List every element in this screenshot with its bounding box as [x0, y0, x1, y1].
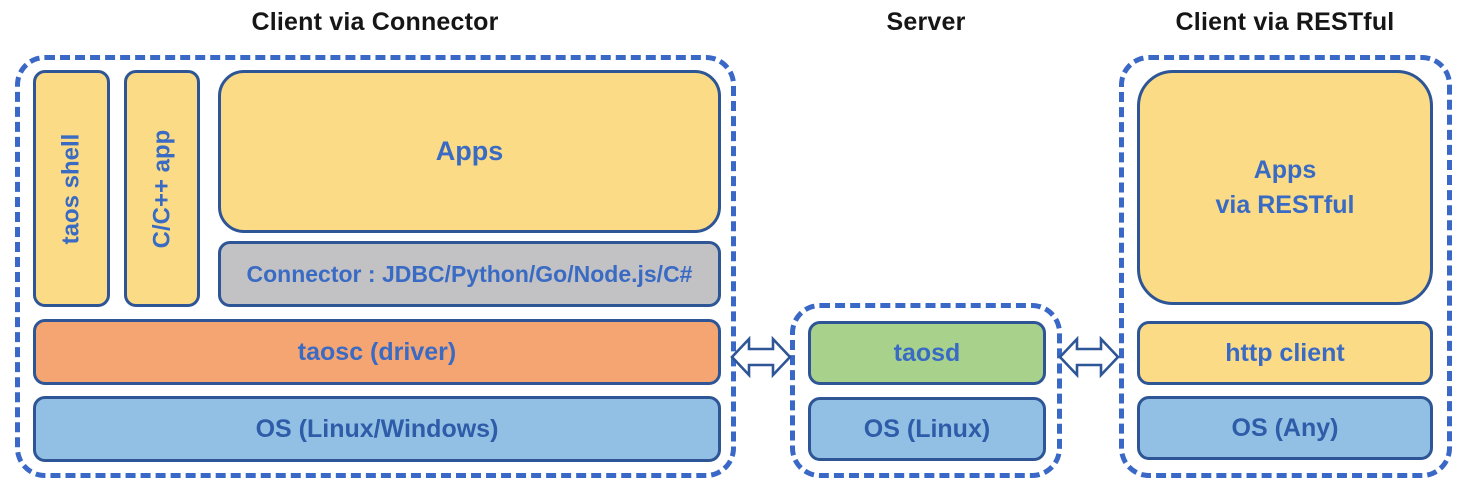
taos-shell-label: taos shell: [57, 133, 85, 244]
double-arrow-icon: [1058, 335, 1120, 379]
os-linux-windows-label: OS (Linux/Windows): [255, 414, 499, 443]
apps-box: Apps: [218, 70, 721, 233]
taosc-driver-box: taosc (driver): [33, 319, 721, 385]
os-linux-label: OS (Linux): [863, 414, 991, 443]
apps-label: Apps: [435, 136, 504, 166]
client-via-restful-panel: [1119, 55, 1452, 478]
left-panel-title: Client via Connector: [251, 8, 499, 36]
taos-shell-box: taos shell: [33, 70, 110, 307]
connector-label: Connector : JDBC/Python/Go/Node.js/C#: [246, 260, 693, 287]
taosd-label: taosd: [893, 338, 961, 367]
server-panel-title: Server: [886, 8, 966, 36]
server-panel: [790, 303, 1062, 478]
apps-via-restful-label: Apps via RESTful: [1216, 153, 1355, 223]
double-arrow-icon: [730, 335, 792, 379]
apps-via-restful-line1: Apps: [1253, 155, 1317, 184]
taosc-driver-label: taosc (driver): [297, 337, 457, 366]
client-via-connector-panel: [15, 55, 736, 478]
os-any-label: OS (Any): [1231, 413, 1339, 442]
http-client-box: http client: [1137, 321, 1433, 385]
cpp-app-box: C/C++ app: [124, 70, 200, 307]
connector-box: Connector : JDBC/Python/Go/Node.js/C#: [218, 241, 721, 307]
apps-via-restful-box: Apps via RESTful: [1137, 70, 1433, 305]
os-linux-windows-box: OS (Linux/Windows): [33, 396, 721, 462]
taosd-box: taosd: [808, 321, 1046, 385]
os-linux-box: OS (Linux): [808, 397, 1046, 461]
http-client-label: http client: [1225, 338, 1345, 367]
os-any-box: OS (Any): [1137, 396, 1433, 460]
cpp-app-label: C/C++ app: [148, 129, 176, 248]
right-panel-title: Client via RESTful: [1175, 8, 1395, 36]
apps-via-restful-line2: via RESTful: [1215, 190, 1355, 219]
